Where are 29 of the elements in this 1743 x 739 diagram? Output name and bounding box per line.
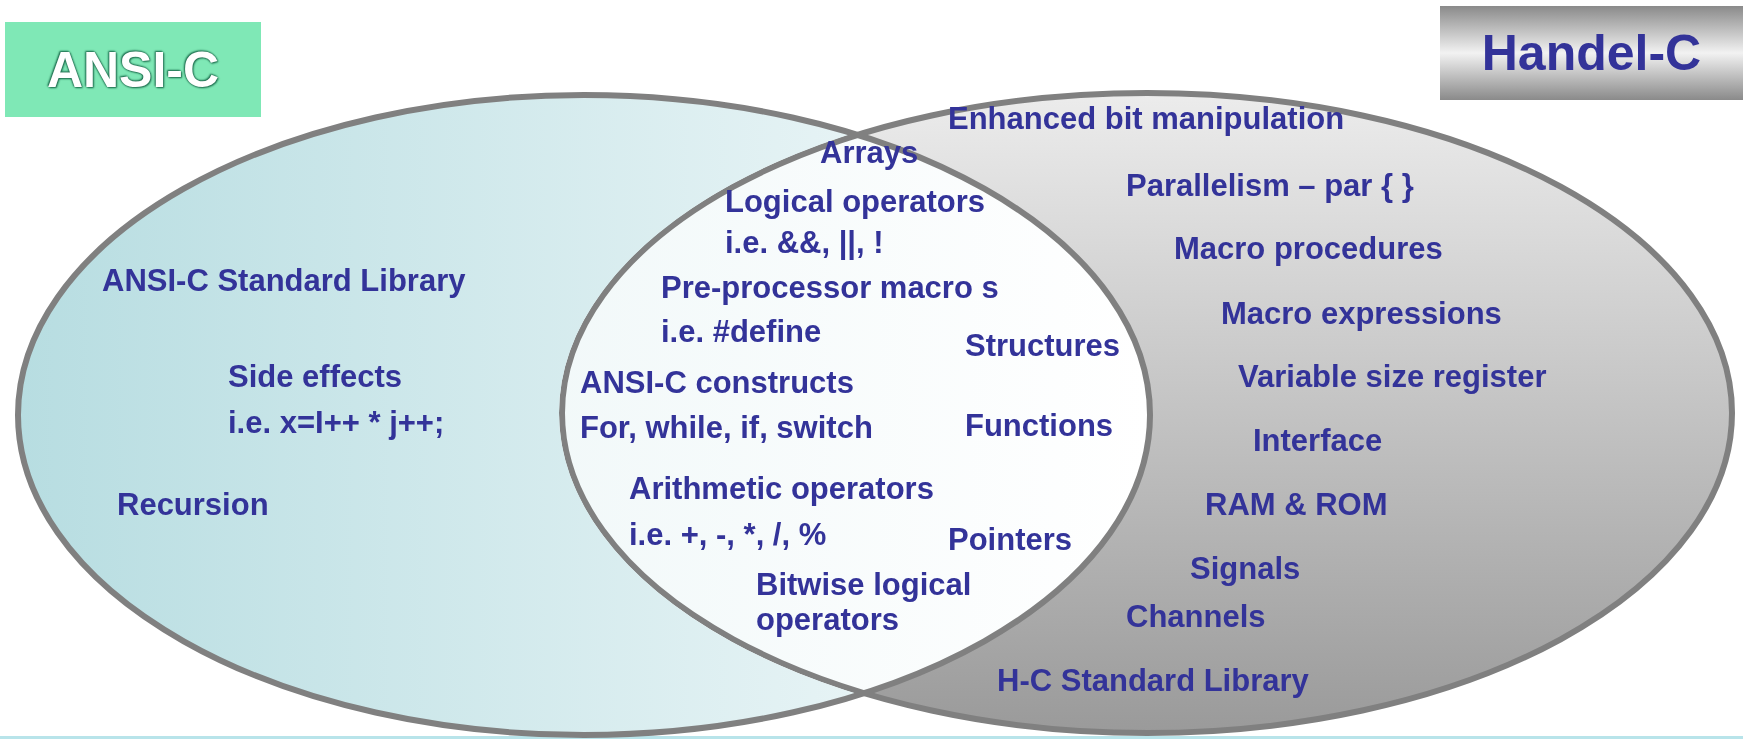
item-label: Arrays (820, 135, 919, 170)
item-label: Macro expressions (1221, 296, 1502, 331)
item-label: Pre-processor macro s (661, 270, 999, 305)
item-label: Bitwise logical operators (756, 567, 973, 637)
item-label: Recursion (117, 487, 269, 522)
item-label: Pointers (948, 522, 1073, 557)
item-label: Macro procedures (1174, 231, 1443, 266)
item-label: H-C Standard Library (997, 663, 1309, 698)
item-label: Side effects (228, 359, 402, 394)
item-label: Signals (1190, 551, 1301, 586)
item-label: Functions (965, 408, 1114, 443)
title-box: Handel-C (1440, 6, 1743, 100)
item-label: ANSI-C Standard Library (102, 263, 466, 298)
item-label: Parallelism – par { } (1126, 168, 1414, 203)
item-label: ANSI-C constructs (580, 365, 854, 400)
item-label: Structures (965, 328, 1121, 363)
item-label: For, while, if, switch (580, 410, 873, 445)
item-label: i.e. x=I++ * j++; (228, 405, 445, 440)
title-box: ANSI-C (5, 22, 261, 117)
item-label: Logical operators (725, 184, 986, 219)
item-label: Channels (1126, 599, 1266, 634)
item-label: Variable size register (1238, 359, 1547, 394)
item-label: Enhanced bit manipulation (948, 101, 1345, 136)
item-label: i.e. #define (661, 314, 822, 349)
item-label: i.e. +, -, *, /, % (629, 517, 827, 552)
item-label: RAM & ROM (1205, 487, 1388, 522)
item-label: Interface (1253, 423, 1383, 458)
item-label: Arithmetic operators (629, 471, 934, 506)
item-label: i.e. &&, ||, ! (725, 225, 884, 260)
